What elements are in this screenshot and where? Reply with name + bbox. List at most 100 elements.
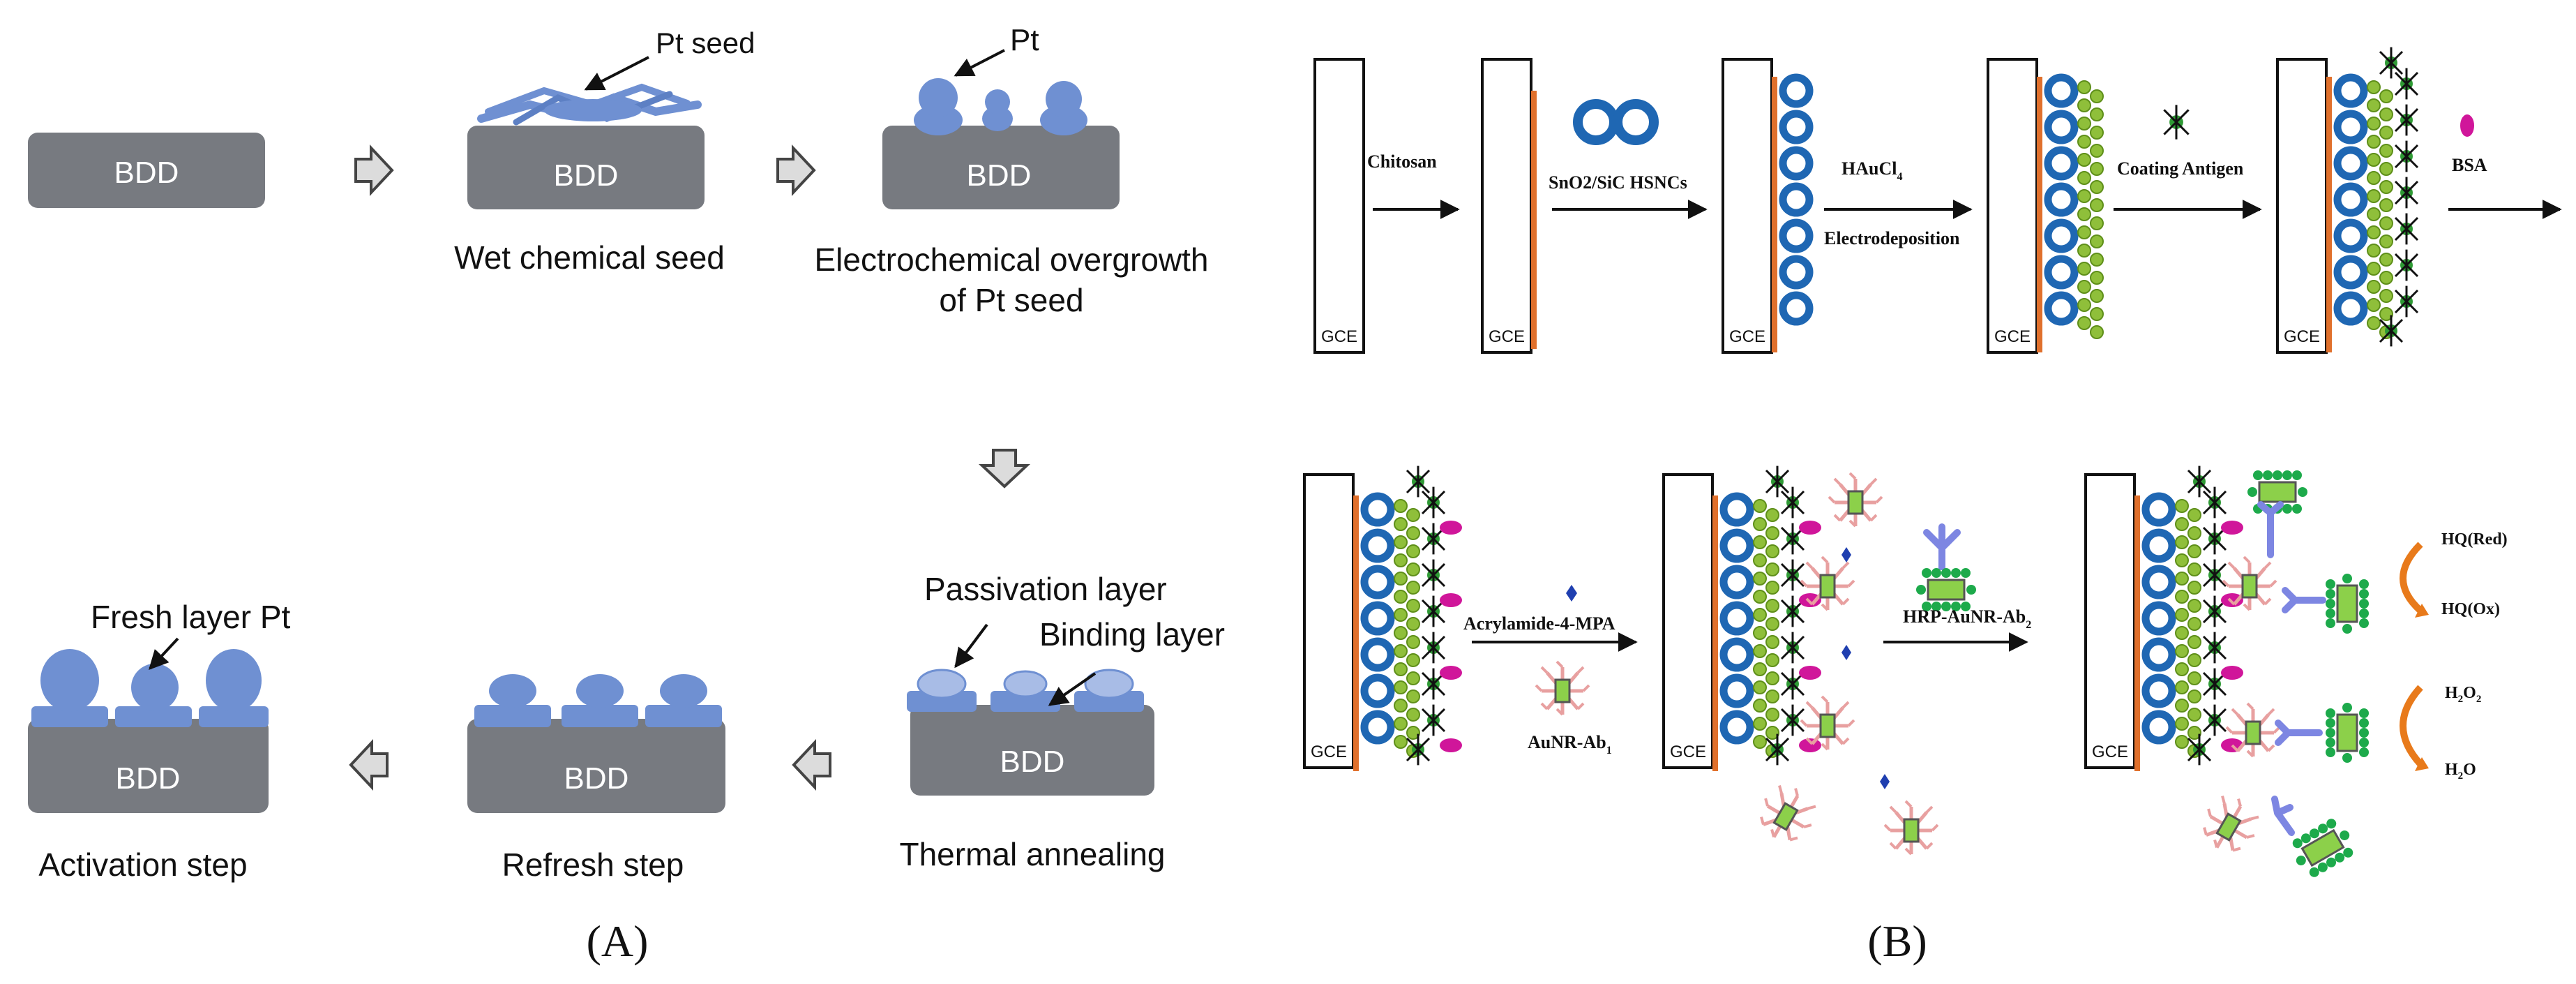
wet-chemical-seed-caption: Wet chemical seed bbox=[454, 239, 725, 276]
gold-nanoparticle bbox=[1406, 726, 1420, 740]
gold-nanoparticle bbox=[1765, 653, 1779, 667]
gold-nanoparticle bbox=[1394, 590, 1408, 604]
gold-nanoparticle bbox=[2379, 216, 2393, 230]
gold-nanoparticle bbox=[1753, 553, 1767, 567]
hsncs-ring bbox=[1779, 73, 1814, 108]
gold-nanoparticle bbox=[1765, 689, 1779, 703]
gold-nanoparticle bbox=[2367, 244, 2381, 258]
hsncs-ring bbox=[1360, 601, 1395, 636]
chitosan-label: Chitosan bbox=[1367, 151, 1437, 172]
gold-nanoparticle bbox=[1753, 644, 1767, 658]
gold-nanoparticle bbox=[2187, 599, 2201, 613]
hsncs-ring bbox=[2044, 218, 2079, 253]
gold-nanoparticle bbox=[1753, 590, 1767, 604]
gold-nanoparticle bbox=[2077, 244, 2091, 258]
gce-electrode-7: GCE bbox=[1662, 465, 1939, 856]
gold-nanoparticle bbox=[1394, 499, 1408, 513]
redox-cycle-hq: HQ(Red) HQ(Ox) bbox=[2400, 530, 2508, 618]
bsa-molecule bbox=[1440, 738, 1462, 752]
gold-nanoparticle bbox=[2090, 289, 2104, 303]
gold-nanoparticle bbox=[2367, 135, 2381, 149]
gold-nanoparticle bbox=[1765, 508, 1779, 522]
antigen-icon bbox=[2202, 704, 2227, 736]
antigen-icon bbox=[2202, 559, 2227, 591]
antigen-icon bbox=[2394, 68, 2419, 100]
gold-nanoparticle bbox=[2077, 262, 2091, 276]
hsncs-ring bbox=[2044, 255, 2079, 290]
gold-nanoparticle bbox=[1753, 517, 1767, 531]
hsncs-ring bbox=[1719, 528, 1754, 563]
antigen-icon bbox=[2394, 213, 2419, 245]
gce-electrode-2: GCE bbox=[1481, 58, 1537, 354]
gold-nanoparticle bbox=[2175, 735, 2189, 749]
gold-nanoparticle bbox=[2367, 225, 2381, 239]
hq-ox-label: HQ(Ox) bbox=[2441, 600, 2500, 618]
gold-nanoparticle bbox=[1765, 671, 1779, 685]
antigen-icon bbox=[1421, 632, 1446, 664]
antigen-icon bbox=[2394, 104, 2419, 136]
gold-nanoparticle bbox=[2175, 662, 2189, 676]
gold-nanoparticle bbox=[2077, 98, 2091, 112]
hrp-aunr-ab2 bbox=[2326, 574, 2369, 634]
hsncs-ring bbox=[2044, 182, 2079, 217]
antigen-icon bbox=[2202, 632, 2227, 664]
hsncs-ring bbox=[1779, 146, 1814, 181]
gold-nanoparticle bbox=[2367, 280, 2381, 294]
acrylamide-icon bbox=[1566, 585, 1577, 602]
gold-nanoparticle bbox=[2367, 117, 2381, 131]
gold-nanoparticle bbox=[2175, 626, 2189, 640]
gold-nanoparticle bbox=[1406, 508, 1420, 522]
hsncs-ring bbox=[1779, 218, 1814, 253]
gold-nanoparticle bbox=[1753, 699, 1767, 713]
aunr-ab1 bbox=[1535, 660, 1590, 716]
antigen-icon bbox=[1421, 486, 1446, 519]
gce-electrode-8: GCE bbox=[2084, 465, 2369, 877]
gold-nanoparticle bbox=[2367, 189, 2381, 203]
bdd-label: BDD bbox=[564, 761, 629, 796]
bsa-molecule bbox=[1799, 521, 1821, 535]
antibody-ab2 bbox=[2275, 720, 2323, 746]
gray-arrow-right-1 bbox=[354, 144, 394, 197]
gce-electrode-3: GCE bbox=[1722, 58, 1814, 354]
bsa-molecule bbox=[2221, 593, 2243, 607]
gold-nanoparticle bbox=[2187, 671, 2201, 685]
bsa-molecule bbox=[1799, 666, 1821, 680]
bdd-activation: BDD Fresh layer Pt Activation step bbox=[28, 599, 291, 883]
hsncs-ring bbox=[2333, 291, 2368, 326]
gold-nanoparticle bbox=[2367, 298, 2381, 312]
aunr-ab1 bbox=[2203, 796, 2259, 852]
hrp-aunr-ab2 bbox=[2247, 470, 2307, 514]
gold-nanoparticle bbox=[1394, 626, 1408, 640]
gold-nanoparticle bbox=[2175, 608, 2189, 622]
antigen-icon bbox=[1421, 595, 1446, 627]
gold-nanoparticle bbox=[2187, 726, 2201, 740]
overgrowth-caption-1: Electrochemical overgrowth bbox=[814, 241, 1208, 278]
refresh-step-caption: Refresh step bbox=[502, 847, 684, 883]
gold-nanoparticle bbox=[2379, 289, 2393, 303]
antigen-icon bbox=[1780, 632, 1805, 664]
gold-nanoparticle bbox=[1406, 581, 1420, 595]
gold-nanoparticle bbox=[2379, 107, 2393, 121]
gold-nanoparticle bbox=[2090, 307, 2104, 321]
hsncs-ring bbox=[2333, 146, 2368, 181]
hsncs-ring bbox=[2044, 110, 2079, 144]
hsncs-stack bbox=[1360, 492, 1395, 745]
hrp-aunr-ab2 bbox=[1916, 523, 1976, 611]
gold-nanoparticle bbox=[2187, 544, 2201, 558]
gold-nanoparticle bbox=[2077, 135, 2091, 149]
gold-nanoparticle bbox=[1406, 562, 1420, 576]
gold-nanoparticle bbox=[2379, 253, 2393, 267]
coating-antigen-label: Coating Antigen bbox=[2117, 158, 2244, 179]
hsncs-ring bbox=[1360, 492, 1395, 527]
gold-nanoparticle bbox=[2090, 107, 2104, 121]
fresh-layer-pt-label: Fresh layer Pt bbox=[91, 599, 291, 635]
gold-nanoparticle bbox=[2175, 553, 2189, 567]
gold-nanoparticle bbox=[1394, 517, 1408, 531]
hsncs-ring bbox=[1360, 637, 1395, 672]
gold-nanoparticle bbox=[1765, 526, 1779, 540]
aunr-ab1 bbox=[1800, 556, 1855, 611]
hsncs-ring bbox=[1719, 637, 1754, 672]
bsa-icon bbox=[2460, 114, 2474, 137]
pt-seed-label: Pt seed bbox=[656, 27, 755, 59]
gold-nanoparticle bbox=[2175, 590, 2189, 604]
